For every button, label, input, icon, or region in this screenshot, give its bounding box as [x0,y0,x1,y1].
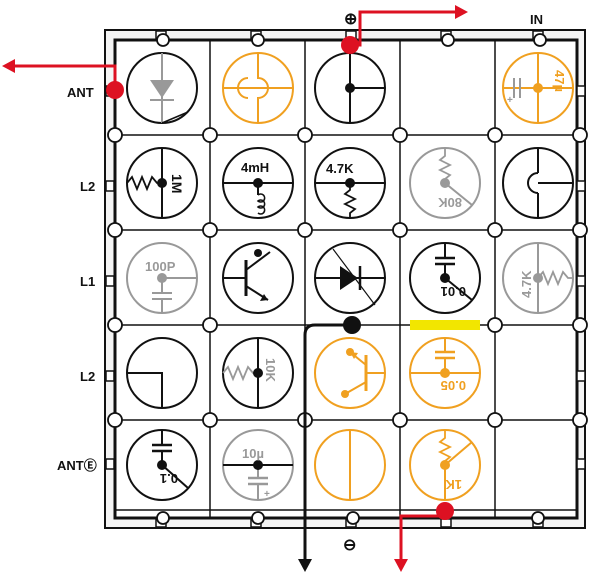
ant-terminal-label: ANT [67,85,94,100]
resistor-value-label: 1K [445,477,462,492]
capacitor-component-r3c4 [409,242,481,314]
capacitor-plus-label: + [264,489,270,500]
capacitor-component-r1c5 [502,52,574,124]
cap-plus-label: + [507,95,513,106]
ant-ground-label: ANTⒺ [57,458,97,473]
junction-component-r1c3 [314,52,386,124]
resistor-value-label: 4.7K [519,270,534,298]
capacitor-component-r3c1 [126,242,198,314]
resistor-component-r2c4 [409,147,481,219]
wire-component-r4c1 [126,337,198,409]
diode-component-r1c1 [126,52,198,124]
capacitor-value-label: 0.1 [160,471,178,486]
capacitor-component-r5c2 [222,429,294,501]
transistor-component-r4c3 [314,337,386,409]
resistor-value-label: 10K [263,358,278,382]
in-terminal-label: IN [530,12,543,27]
resistor-component-r5c4 [409,429,481,501]
red-wire-minus [394,502,454,572]
cap-value-label: 47µ [552,70,567,92]
jumper-component-r2c5 [502,147,574,219]
inductor-component-r2c2 [222,147,294,219]
minus-terminal-label: ⊖ [343,537,356,554]
resistor-value-label: 4.7K [326,161,354,176]
right-connector-tabs [576,85,586,470]
red-wire-ant [2,59,124,99]
resistor-component-r3c5 [502,242,574,314]
l1-label: L1 [80,274,95,289]
highlight-bar [410,320,480,330]
l2-top-label: L2 [80,179,95,194]
capacitor-value-label: 0.01 [441,284,466,299]
capacitor-value-label: 100P [145,259,176,274]
red-wire-plus [341,5,468,54]
capacitor-value-label: 10µ [242,446,264,461]
black-wire-output [298,316,361,572]
diode-component-r3c3 [314,242,386,314]
resistor-value-label: 1M [169,174,185,193]
capacitor-component-r5c1 [126,429,198,501]
resistor-component-r2c1 [126,147,198,219]
inductor-value-label: 4mH [241,160,269,175]
capacitor-component-r4c4 [409,337,481,409]
resistor-component-r2c3 [314,147,386,219]
transistor-component-r3c2 [222,242,294,314]
resistor-value-label: 80K [438,195,462,210]
plus-terminal-label: ⊕ [344,11,357,28]
jumper-component-r1c2 [222,52,294,124]
wire-component-r5c3 [314,429,386,501]
capacitor-value-label: 0.05 [441,378,466,393]
resistor-component-r4c2 [222,337,294,409]
junction-rings [107,33,588,525]
l2-bottom-label: L2 [80,369,95,384]
